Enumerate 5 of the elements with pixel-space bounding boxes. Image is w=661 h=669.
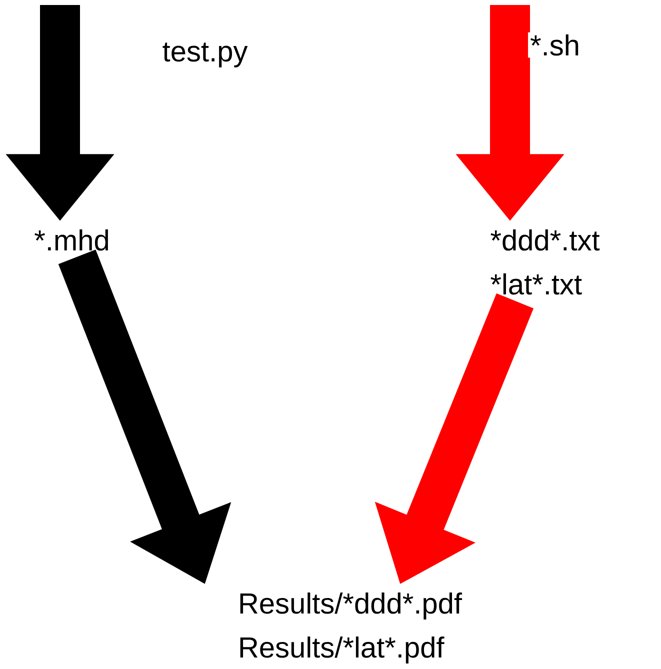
edge-label: test.py bbox=[160, 40, 250, 70]
edge-label: *.sh bbox=[528, 32, 582, 58]
file-name-text: *.mhd bbox=[34, 229, 108, 251]
file-list-text: Results/*ddd*.pdf Results/*lat*.pdf bbox=[240, 592, 462, 664]
file-list-text: *ddd*.txt *lat*.txt bbox=[490, 229, 600, 295]
